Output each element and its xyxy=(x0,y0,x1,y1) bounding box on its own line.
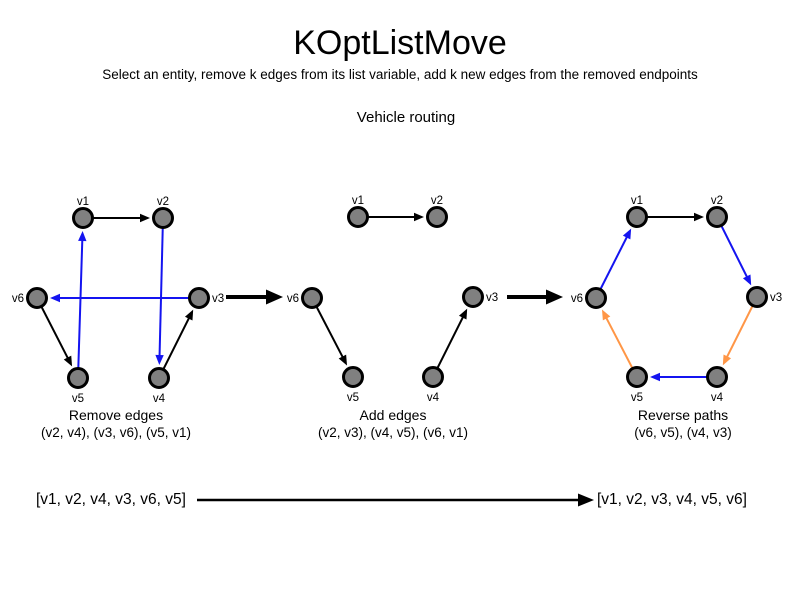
edge-v4-v3-line xyxy=(432,316,465,378)
edge-v4-v3-line xyxy=(158,317,191,379)
node-label-v4: v4 xyxy=(711,392,724,404)
edge-v2-v3-line xyxy=(716,216,749,278)
edge-v6-v1-line xyxy=(595,236,628,299)
node-v3 xyxy=(462,286,484,308)
page-subtitle: Select an entity, remove k edges from it… xyxy=(102,67,698,82)
node-label-v5: v5 xyxy=(72,393,84,405)
node-label-v1: v1 xyxy=(77,196,89,208)
edge-v4-v5-head xyxy=(650,372,660,382)
edge-v2-v4-line xyxy=(158,217,164,357)
edge-v6-v1-head xyxy=(622,228,632,240)
edge-v1-v2-head xyxy=(694,212,704,222)
node-label-v1: v1 xyxy=(631,195,643,207)
edge-v5-v1-head xyxy=(78,230,87,242)
edge-v6-v5-head xyxy=(338,354,348,366)
caption-line: (v6, v5), (v4, v3) xyxy=(634,425,732,440)
node-label-v6: v6 xyxy=(571,293,583,305)
edge-v3-v6-head xyxy=(50,293,60,303)
node-v4 xyxy=(422,366,444,388)
edge-v5-v6-head xyxy=(601,309,611,321)
node-label-v5: v5 xyxy=(347,392,359,404)
node-v6 xyxy=(301,287,323,309)
caption-line: (v2, v3), (v4, v5), (v6, v1) xyxy=(317,425,469,440)
remove-edges-graph: v1 v2 v6 v3 v5 v4 xyxy=(12,196,224,405)
reverse-paths-graph: v1 v2 v6 v3 v5 v4 xyxy=(571,195,782,404)
node-label-v3: v3 xyxy=(212,293,224,305)
transition-arrow-2-head xyxy=(546,289,563,305)
node-v6 xyxy=(26,287,48,309)
edge-v2-v4-head xyxy=(155,354,164,366)
transition-arrow-1 xyxy=(226,289,283,305)
node-v1 xyxy=(72,207,94,229)
transition-arrow-2 xyxy=(507,289,563,305)
node-v5 xyxy=(626,366,648,388)
node-v2 xyxy=(706,206,728,228)
node-label-v5: v5 xyxy=(631,392,643,404)
caption-line: (v2, v4), (v3, v6), (v5, v1) xyxy=(40,425,192,440)
node-v5 xyxy=(67,367,89,389)
edge-v5-v1-line xyxy=(77,239,84,379)
node-v3 xyxy=(746,286,768,308)
node-label-v1: v1 xyxy=(352,195,364,207)
list-after: [v1, v2, v3, v4, v5, v6] xyxy=(597,491,747,508)
edge-v4-v3-head xyxy=(458,308,468,320)
edge-v4-v3-head xyxy=(184,309,194,321)
node-label-v2: v2 xyxy=(431,195,443,207)
caption-line: Add edges xyxy=(359,407,427,423)
list-before: [v1, v2, v4, v3, v6, v5] xyxy=(36,491,186,508)
node-label-v6: v6 xyxy=(12,293,24,305)
node-label-v3: v3 xyxy=(486,292,498,304)
caption-line: Reverse paths xyxy=(637,407,729,423)
node-v2 xyxy=(152,207,174,229)
transition-arrow-1-head xyxy=(266,289,283,305)
edge-v6-v5-line xyxy=(311,297,344,358)
node-v4 xyxy=(706,366,728,388)
node-label-v6: v6 xyxy=(287,293,299,305)
node-label-v4: v4 xyxy=(427,392,440,404)
node-v6 xyxy=(585,287,607,309)
edge-v6-v5-head xyxy=(63,355,73,367)
node-label-v2: v2 xyxy=(157,196,169,208)
reverse-paths-caption: Reverse paths (v6, v5), (v4, v3) xyxy=(634,406,732,442)
node-v5 xyxy=(342,366,364,388)
edge-v1-v2-head xyxy=(414,212,424,222)
add-edges-caption: Add edges (v2, v3), (v4, v5), (v6, v1) xyxy=(318,406,468,442)
remove-edges-caption: Remove edges (v2, v4), (v3, v6), (v5, v1… xyxy=(41,406,191,442)
edge-v6-v5-line xyxy=(36,297,69,359)
node-label-v2: v2 xyxy=(711,195,723,207)
list-transition-arrow xyxy=(197,493,594,507)
node-v1 xyxy=(626,206,648,228)
node-v1 xyxy=(347,206,369,228)
node-v3 xyxy=(188,287,210,309)
edge-v2-v3-head xyxy=(742,274,752,286)
node-v2 xyxy=(426,206,448,228)
edge-v5-v6-line xyxy=(605,317,638,378)
node-label-v3: v3 xyxy=(770,292,782,304)
edge-v3-v4-head xyxy=(722,354,732,366)
edge-v1-v2-head xyxy=(140,213,150,223)
node-v4 xyxy=(148,367,170,389)
list-transition-arrow-head xyxy=(578,493,594,507)
node-label-v4: v4 xyxy=(153,393,166,405)
page-title: KOptListMove xyxy=(293,24,507,62)
add-edges-graph: v1 v2 v6 v3 v5 v4 xyxy=(287,195,498,404)
caption-line: Remove edges xyxy=(68,407,164,423)
context-label: Vehicle routing xyxy=(356,109,456,126)
edge-v3-v4-line xyxy=(725,296,758,358)
